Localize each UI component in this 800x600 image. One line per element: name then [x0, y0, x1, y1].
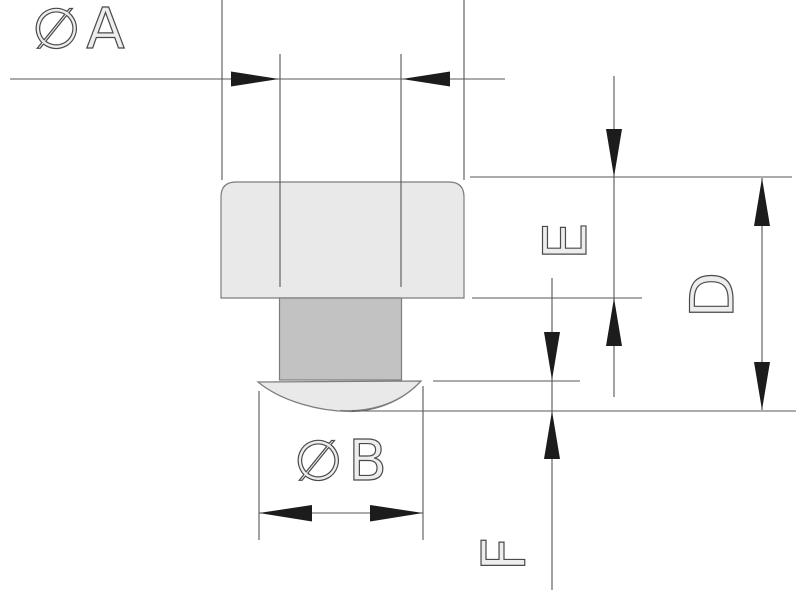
dim-label-e: E	[530, 215, 601, 260]
dim-label-f: F	[469, 530, 540, 572]
arrowhead-group	[231, 71, 770, 522]
part-shank	[278, 297, 403, 381]
dim-label-d: D	[677, 265, 748, 319]
arrow-f-bottom	[544, 411, 560, 459]
arrow-d-bottom	[754, 362, 770, 410]
dim-label-a: ∅A	[31, 0, 131, 62]
arrow-e-bottom	[606, 298, 622, 346]
arrow-b-right	[370, 505, 423, 522]
arrow-f-top	[544, 332, 560, 380]
dim-label-b: ∅B	[293, 429, 393, 494]
part-tail-dome	[256, 380, 423, 413]
part-outline-group	[220, 181, 465, 413]
arrow-a-right	[402, 71, 450, 87]
arrow-d-top	[754, 178, 770, 226]
part-tail-inner-arc	[339, 380, 422, 412]
arrow-b-left	[259, 505, 312, 522]
part-head	[220, 181, 465, 299]
arrow-e-top	[606, 129, 622, 177]
arrow-a-left	[231, 71, 279, 87]
